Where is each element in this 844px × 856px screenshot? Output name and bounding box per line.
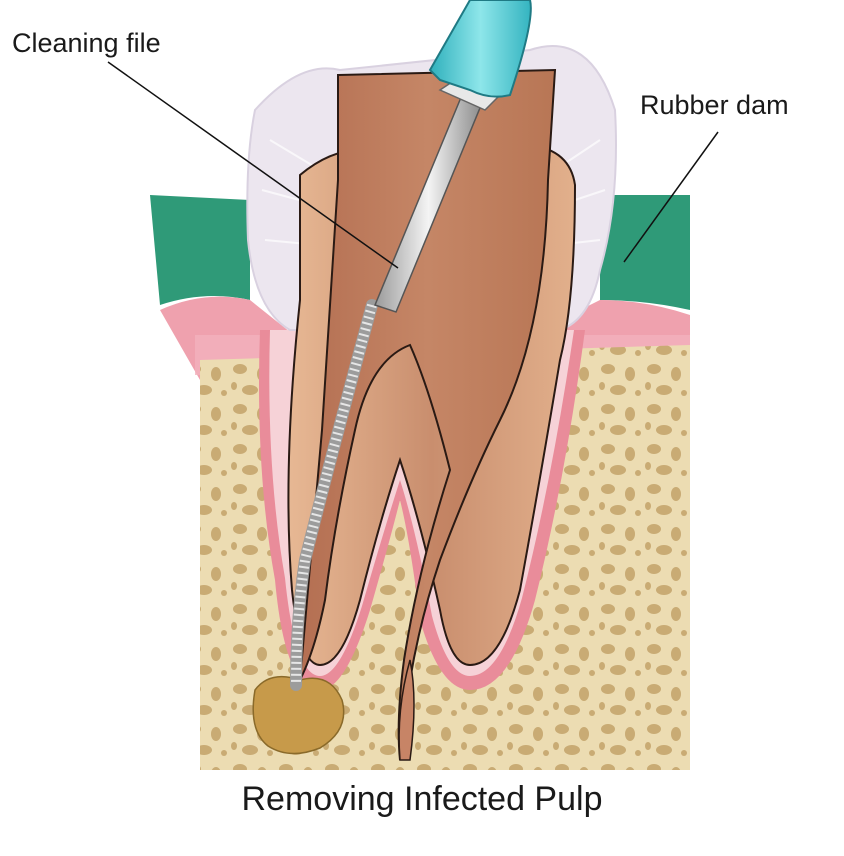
cleaning-file-leader-line [107, 61, 399, 269]
rubber-dam-label: Rubber dam [640, 90, 789, 120]
rubber-dam-leader-line [623, 131, 719, 263]
rubber-dam-shape [150, 195, 250, 305]
rubber-dam-shape-right [600, 195, 690, 310]
cleaning-file-label: Cleaning file [12, 28, 161, 58]
diagram-caption: Removing Infected Pulp [241, 780, 603, 818]
nerve-canal [398, 659, 415, 761]
file-threaded-shaft [290, 299, 378, 691]
file-handle [428, 0, 532, 98]
